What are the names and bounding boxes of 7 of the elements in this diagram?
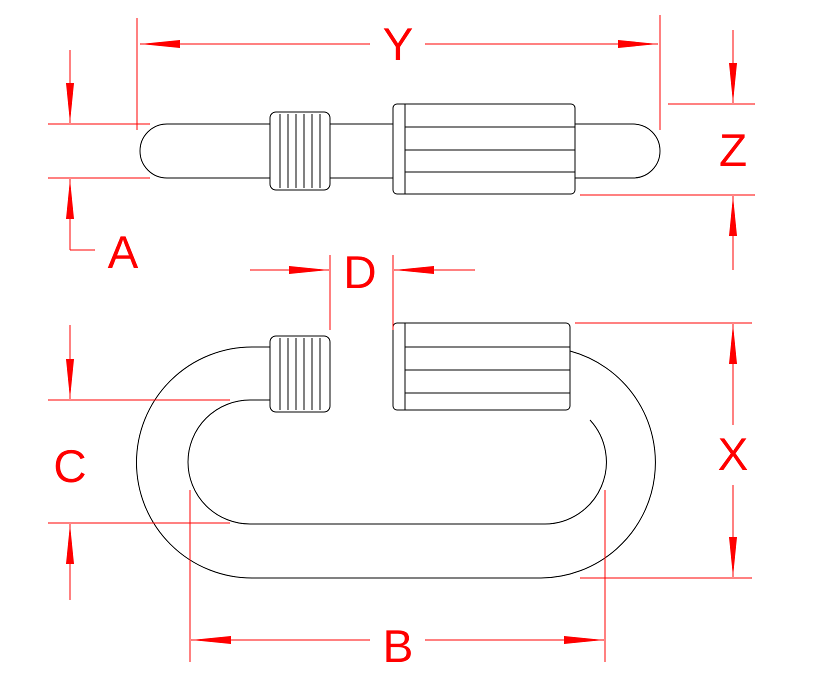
dimension-label: A (108, 229, 138, 275)
dimension-label: Z (718, 127, 748, 173)
dimension-label: X (718, 431, 748, 477)
dimension-label: C (53, 443, 87, 489)
dimension-label: B (382, 623, 414, 669)
dimension-label: D (343, 249, 377, 295)
dimension-label: Y (382, 21, 414, 67)
